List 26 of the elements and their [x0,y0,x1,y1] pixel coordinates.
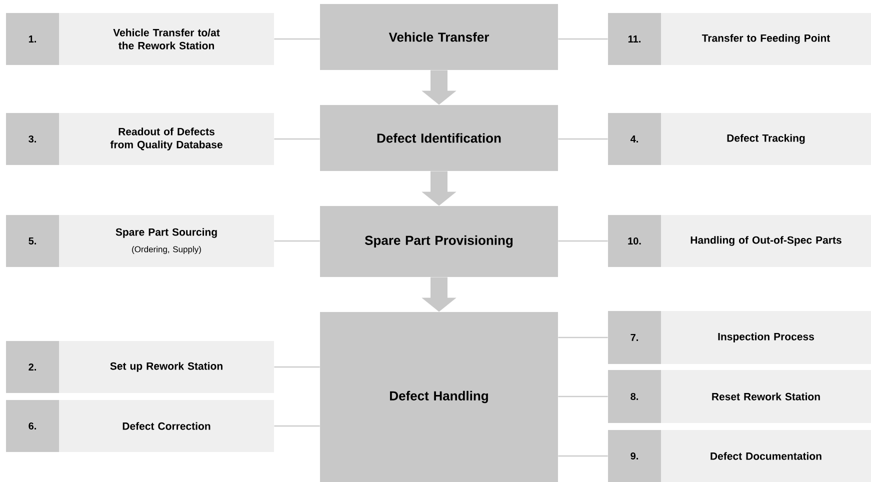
step-box: 4. Defect Tracking [608,113,871,165]
step-box: 2. Set up Rework Station [6,341,274,393]
connector-line [558,455,608,457]
connector-line [274,425,320,427]
phase-box: Spare Part Provisioning [320,206,558,277]
connector-line [558,138,608,140]
connector-line [558,38,608,40]
connector-line [274,138,320,140]
connector-line [274,240,320,242]
step-box: 7. Inspection Process [608,311,871,364]
phase-box: Defect Identification [320,105,558,171]
step-box: 5. Spare Part Sourcing (Ordering, Supply) [6,215,274,267]
phase-box: Defect Handling [320,312,558,482]
connector-line [558,396,608,398]
phase-box: Vehicle Transfer [320,4,558,70]
step-box: 8. Reset Rework Station [608,370,871,423]
step-box: 9. Defect Documentation [608,430,871,482]
step-box: 1. Vehicle Transfer to/at the Rework Station [6,13,274,65]
step-box: 10. Handling of Out-of-Spec Parts [608,215,871,267]
step-box: 6. Defect Correction [6,400,274,452]
connector-line [274,366,320,368]
connector-line [558,336,608,338]
connector-line [558,240,608,242]
connector-line [274,38,320,40]
step-box: 11. Transfer to Feeding Point [608,13,871,65]
step-box: 3. Readout of Defects from Quality Database [6,113,274,165]
